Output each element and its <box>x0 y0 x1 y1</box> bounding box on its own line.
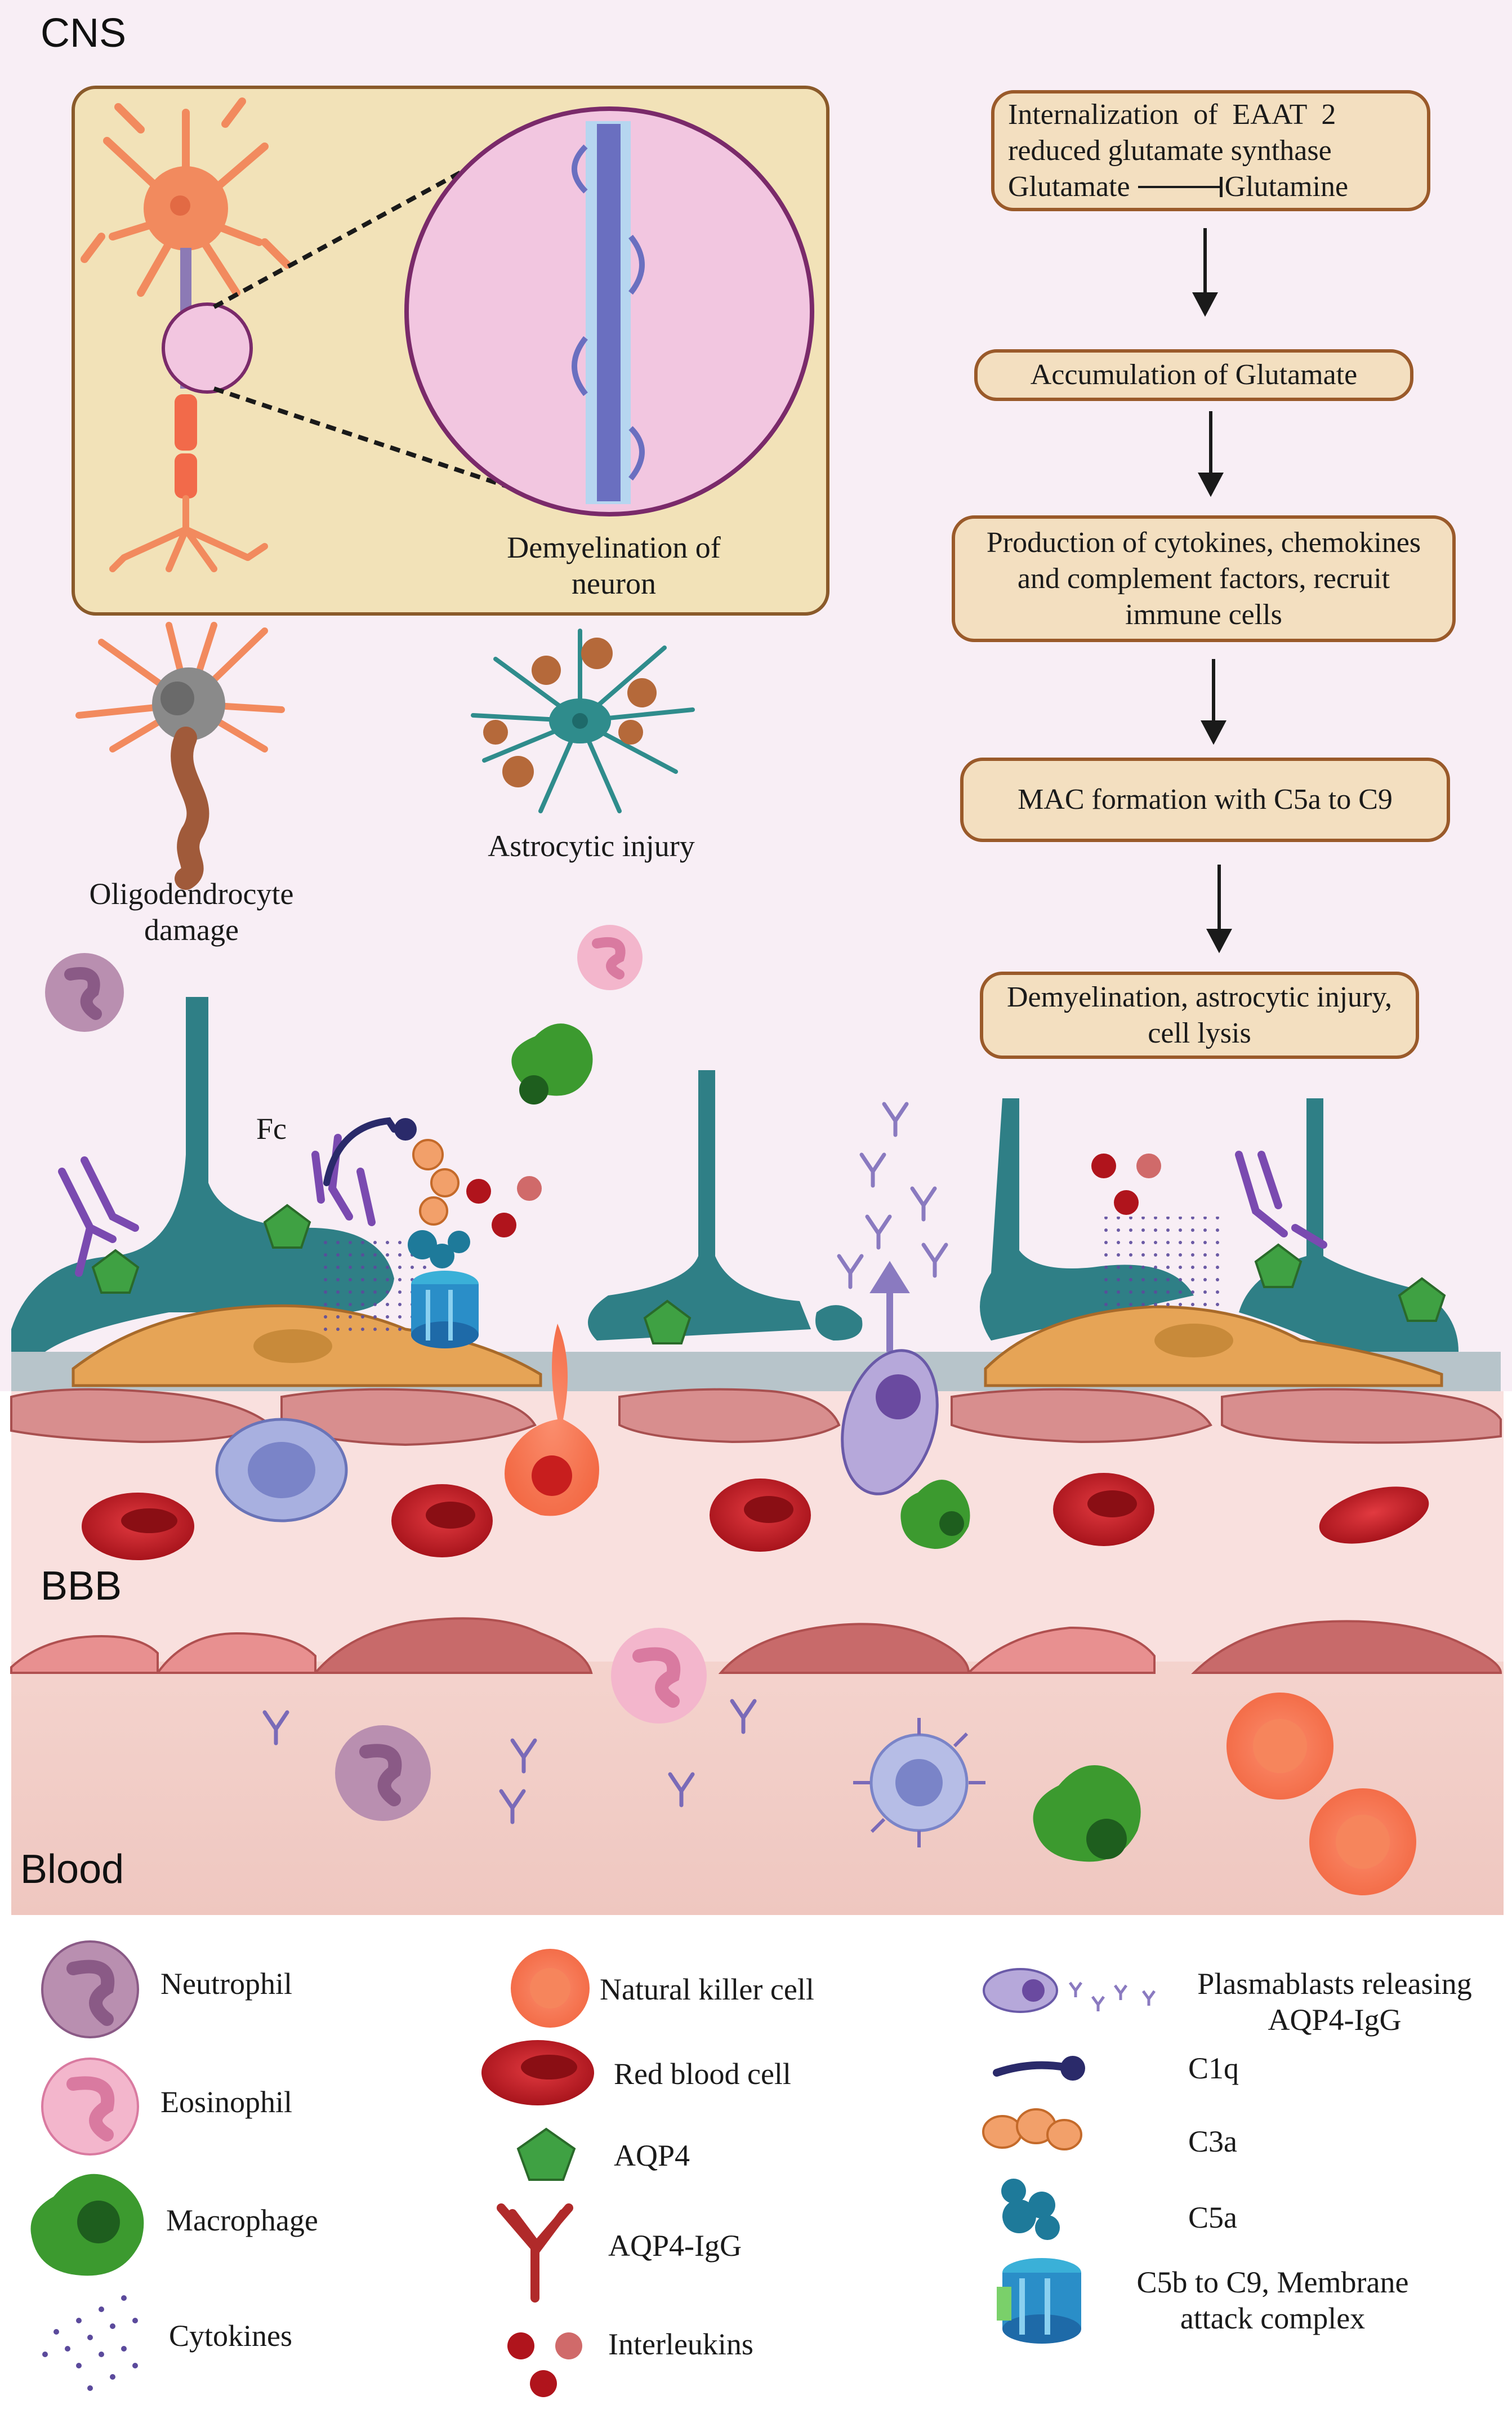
flow-step-eaat2: Internalization of EAAT 2 reduced glutam… <box>991 90 1430 211</box>
legend-c3a-icon <box>982 2108 1082 2150</box>
eosinophil-cns <box>577 925 643 990</box>
legend-rbc-label: Red blood cell <box>614 2057 791 2091</box>
legend-nk-icon <box>511 1949 590 2028</box>
legend-c5a-icon <box>1001 2179 1060 2240</box>
legend-mac-label: C5b to C9, Membrane attack complex <box>1136 2265 1409 2335</box>
neuron-inset <box>72 86 829 616</box>
nk-cell-migrating <box>505 1324 599 1516</box>
inset-caption: Demyelination of neuron <box>507 531 721 600</box>
mac-icon <box>411 1271 479 1348</box>
endothelium-top <box>10 1388 1502 1446</box>
macrophage-cns <box>511 1023 593 1105</box>
legend-eosinophil-icon <box>41 2058 139 2156</box>
region-label-cns: CNS <box>41 11 127 56</box>
legend-interleukins-icon <box>507 2332 582 2397</box>
flow-step-production: Production of cytokines, chemokines and … <box>952 515 1456 642</box>
lymphocyte-bbb <box>215 1418 348 1522</box>
glutamate-label: Glutamate <box>1008 170 1130 203</box>
legend-c1q-label: C1q <box>1188 2051 1239 2085</box>
c3a-icon <box>412 1139 460 1226</box>
glutamine-label: Glutamine <box>1224 170 1349 203</box>
legend-c5a-label: C5a <box>1188 2201 1237 2234</box>
eosinophil-blood <box>611 1628 707 1724</box>
legend-c3a-label: C3a <box>1188 2125 1237 2158</box>
legend-aqp4-label: AQP4 <box>614 2139 690 2172</box>
flow-step-eaat2-line3: Glutamate Glutamine <box>1008 169 1413 205</box>
fc-label: Fc <box>256 1112 287 1146</box>
flow-step-mac: MAC formation with C5a to C9 <box>960 758 1450 842</box>
free-aqp4-igg-blood <box>262 1699 757 1824</box>
region-label-bbb: BBB <box>41 1564 122 1609</box>
oligodendrocyte-label: Oligodendrocyte damage <box>89 877 294 947</box>
flow-step-demyelination: Demyelination, astrocytic injury, cell l… <box>980 972 1419 1059</box>
legend-aqp4-igg-label: AQP4-IgG <box>608 2229 742 2263</box>
cytokines-cns-left <box>315 1239 428 1335</box>
legend-eosinophil-label: Eosinophil <box>160 2085 293 2119</box>
legend-plasmablast-icon <box>983 1968 1156 2013</box>
interleukins-cns <box>466 1154 1161 1237</box>
legend-cytokines-icon <box>42 2295 138 2391</box>
c1q-icon <box>323 1117 417 1186</box>
flow-step-eaat2-line2: reduced glutamate synthase <box>1008 134 1332 167</box>
aqp4-markers <box>91 1204 1446 1344</box>
flow-step-accumulation: Accumulation of Glutamate <box>974 349 1413 401</box>
legend-rbc-icon <box>481 2040 594 2105</box>
c5a-icon <box>408 1230 470 1268</box>
oligodendrocyte-icon <box>75 622 285 890</box>
nk-cells-blood <box>1226 1693 1416 1895</box>
region-label-blood: Blood <box>20 1847 124 1892</box>
astrocyte-label: Astrocytic injury <box>488 829 695 863</box>
legend-aqp4-igg-icon <box>497 2203 573 2303</box>
legend-interleukins-label: Interleukins <box>608 2327 753 2361</box>
red-blood-cells-bbb <box>82 1473 1429 1560</box>
cytokines-cns-right <box>1098 1217 1228 1307</box>
legend-mac-icon <box>997 2258 1081 2344</box>
macrophage-blood <box>1033 1765 1141 1862</box>
legend-plasmablast-label: Plasmablasts releasing AQP4-IgG <box>1197 1967 1472 2037</box>
astrocyte-icon <box>471 629 695 813</box>
neutrophil-cns <box>45 953 124 1032</box>
legend-cytokines-label: Cytokines <box>169 2319 293 2353</box>
legend-background <box>0 1915 1512 2418</box>
legend-neutrophil-icon <box>41 1940 139 2038</box>
legend-aqp4-icon <box>516 2127 576 2181</box>
endothelium-bottom <box>10 1617 1502 1674</box>
legend-macrophage-icon <box>30 2174 144 2276</box>
neutrophil-blood <box>335 1725 431 1821</box>
plasmablast-cell <box>841 1349 939 1495</box>
legend-nk-label: Natural killer cell <box>600 1972 814 2006</box>
free-aqp4-igg-cns <box>837 1102 948 1289</box>
b-cell-blood <box>853 1718 985 1847</box>
macrophage-bbb <box>900 1480 970 1549</box>
zoom-source-circle <box>162 302 253 394</box>
legend-macrophage-label: Macrophage <box>166 2203 318 2237</box>
flow-arrows <box>1192 228 1232 954</box>
legend-c1q-icon <box>993 2056 1085 2081</box>
release-arrow <box>869 1261 910 1352</box>
legend-neutrophil-label: Neutrophil <box>160 1967 292 2001</box>
aqp4-igg-bound <box>58 1134 1327 1277</box>
inhibition-symbol <box>1138 176 1223 197</box>
flow-step-eaat2-line1: Internalization of EAAT 2 <box>1008 98 1336 131</box>
